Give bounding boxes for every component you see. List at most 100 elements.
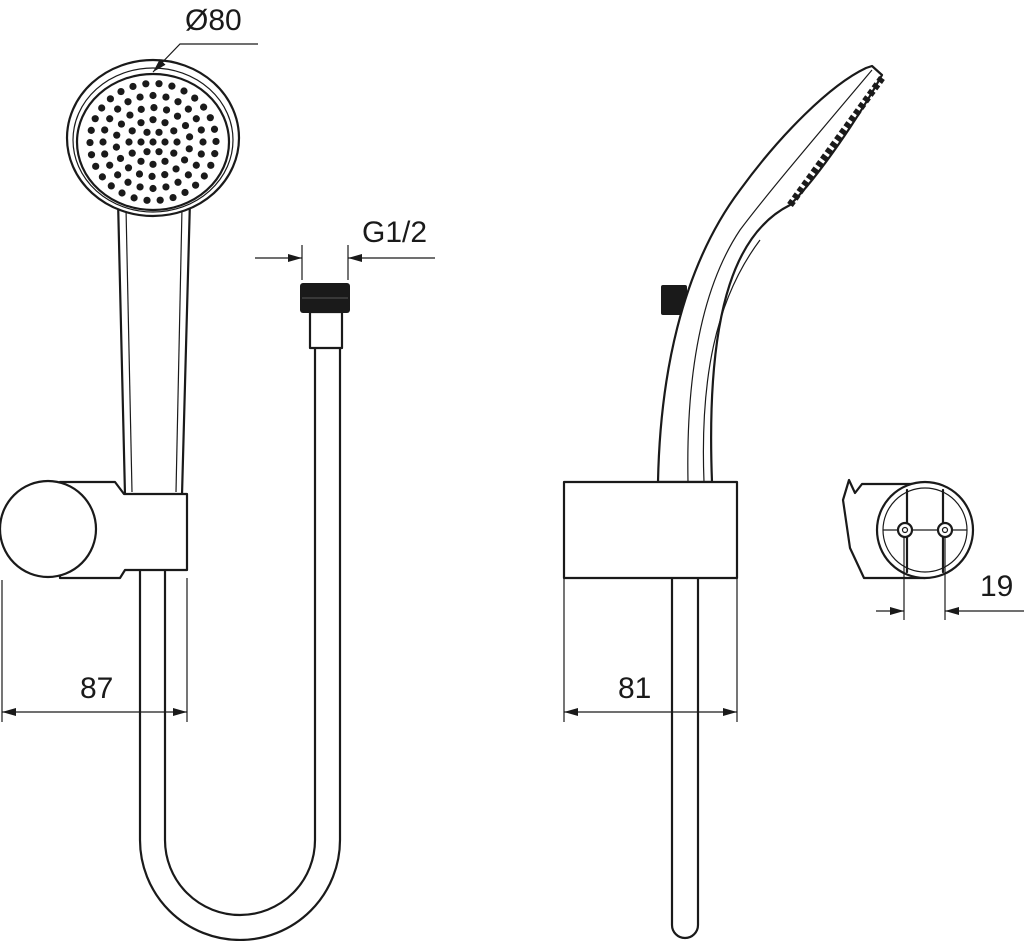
shower-head-front <box>65 58 241 218</box>
nozzle <box>149 116 157 124</box>
nozzle <box>155 148 163 156</box>
nozzle <box>117 87 125 96</box>
nozzle <box>199 138 207 146</box>
nozzle <box>137 138 145 146</box>
nozzle <box>197 150 205 158</box>
nozzle <box>181 188 189 197</box>
nozzle <box>126 111 134 119</box>
nozzle <box>173 138 181 146</box>
nozzle <box>161 138 169 146</box>
nozzle <box>181 121 190 130</box>
nozzle <box>114 171 122 179</box>
nozzle <box>150 104 158 112</box>
nozzle <box>191 181 200 189</box>
nozzle <box>174 178 182 186</box>
nozzle <box>124 178 132 186</box>
nozzle <box>180 156 189 164</box>
nozzle <box>184 171 192 179</box>
handle-side <box>656 64 885 484</box>
nozzle <box>137 157 145 165</box>
nozzle <box>149 160 157 168</box>
nozzle <box>149 184 157 193</box>
nozzle <box>137 119 145 127</box>
nozzle <box>106 95 115 103</box>
dimension-label: Ø80 <box>185 4 242 37</box>
hose-side <box>670 576 700 940</box>
dimension-front-width: 87 <box>1 578 188 722</box>
nozzle <box>137 105 145 113</box>
wall-holder-rear <box>841 478 975 580</box>
nozzle <box>212 137 220 146</box>
nozzle <box>149 138 157 146</box>
nozzle <box>161 119 169 127</box>
nozzle <box>168 82 176 90</box>
nozzle <box>170 149 178 157</box>
dimension-side-width: 81 <box>563 578 738 722</box>
wall-holder-side <box>562 480 739 580</box>
wall-holder-front <box>0 479 189 580</box>
nozzle <box>161 171 169 179</box>
nozzle <box>112 143 121 151</box>
nozzle <box>124 98 132 106</box>
nozzle <box>149 91 157 100</box>
nozzle <box>148 172 156 180</box>
nozzle <box>142 80 150 88</box>
nozzle <box>161 157 169 165</box>
nozzle <box>87 151 96 159</box>
nozzle <box>128 149 136 157</box>
nozzle <box>99 138 107 146</box>
nozzle <box>106 115 114 123</box>
nozzle <box>172 165 180 173</box>
nozzle <box>170 127 178 135</box>
nozzle <box>107 182 115 190</box>
nozzle <box>101 126 109 134</box>
nozzle <box>155 80 163 88</box>
dimension-label: 87 <box>80 672 113 705</box>
hose-connector <box>300 283 350 350</box>
nozzle <box>143 196 151 204</box>
nozzle <box>125 138 133 146</box>
nozzle <box>191 94 199 102</box>
dimension-label: 19 <box>980 570 1013 603</box>
nozzle <box>129 82 137 91</box>
dimension-thread: G1/2 <box>255 216 435 280</box>
nozzle <box>156 196 164 204</box>
nozzle <box>200 103 208 111</box>
nozzle <box>114 105 122 113</box>
dimension-label: G1/2 <box>362 216 427 249</box>
dimension-head-diameter: Ø80 <box>152 4 258 73</box>
nozzle <box>162 106 171 114</box>
nozzle <box>128 127 136 135</box>
nozzle <box>211 150 219 158</box>
spray-nozzles <box>86 80 220 204</box>
nozzle <box>87 126 95 134</box>
nozzle <box>162 183 170 191</box>
nozzle <box>113 131 121 139</box>
nozzle <box>136 93 144 101</box>
nozzle <box>192 115 200 123</box>
nozzle <box>210 125 219 133</box>
nozzle <box>124 164 133 172</box>
nozzle <box>192 161 200 169</box>
nozzle <box>185 145 193 153</box>
nozzle <box>86 138 94 147</box>
dimension-label: 81 <box>618 672 651 705</box>
handle-front <box>116 198 192 497</box>
nozzle <box>106 161 114 169</box>
nozzle <box>169 193 177 202</box>
nozzle <box>180 87 188 95</box>
nozzle <box>92 162 100 170</box>
nozzle <box>91 115 99 123</box>
nozzle <box>143 148 151 156</box>
nozzle <box>206 114 214 122</box>
nozzle <box>118 189 126 197</box>
hose-front <box>138 346 342 941</box>
nozzle <box>200 172 208 180</box>
nozzle <box>117 120 126 128</box>
nozzle <box>135 170 144 178</box>
nozzle <box>136 183 144 191</box>
nozzle <box>207 161 215 169</box>
nozzle <box>98 173 106 181</box>
